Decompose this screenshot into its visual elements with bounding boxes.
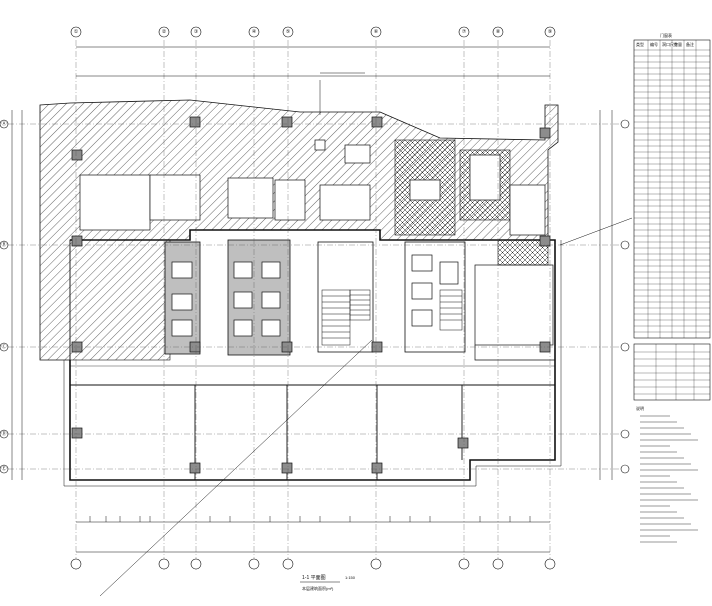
schedule-col-note: 备注 xyxy=(686,41,694,47)
leader-lines xyxy=(99,72,633,597)
axis-label-col-5: ⑤ xyxy=(286,29,291,35)
grid-lines xyxy=(8,40,625,570)
door-window-schedule: 门窗表 类型 编号 洞口尺寸 数量 备注 xyxy=(633,32,711,339)
notes-heading: 说明 xyxy=(636,405,644,411)
scale-text: 1:150 xyxy=(345,575,356,580)
axis-label-col-6: ⑥ xyxy=(374,29,379,35)
column-axis-bubbles xyxy=(0,26,630,570)
dimension-lines xyxy=(11,46,613,553)
title-text: 1-1 平面图 xyxy=(302,575,326,581)
drawing-title: 1-1 平面图 1:150 本层建筑面积(m²) xyxy=(300,575,356,591)
axis-label-row-e: Ⓔ xyxy=(1,465,6,472)
axis-label-row-d: Ⓓ xyxy=(1,430,6,437)
right-lobby xyxy=(474,264,555,361)
elevator-cars xyxy=(171,254,459,337)
axis-label-row-b: Ⓑ xyxy=(1,241,6,248)
axis-label-col-3: ③ xyxy=(194,29,199,35)
schedule-col-size: 洞口尺寸 xyxy=(662,41,678,47)
axis-label-row-c: Ⓒ xyxy=(1,343,6,350)
stairs xyxy=(321,289,463,346)
building-outline xyxy=(63,229,562,487)
axis-label-col-4: ④ xyxy=(252,29,257,35)
axis-label-row-a: Ⓐ xyxy=(1,120,6,127)
office-partitions xyxy=(70,365,555,480)
schedule-col-qty: 数量 xyxy=(674,41,682,47)
axis-label-col-2: ② xyxy=(162,29,167,35)
upper-rooms xyxy=(79,139,546,236)
column-axis-labels: ① ② ③ ④ ⑤ ⑥ ⑦ ⑧ ⑨ Ⓐ Ⓑ Ⓒ Ⓓ Ⓔ xyxy=(1,29,552,472)
axis-label-col-1: ① xyxy=(74,29,79,35)
schedule-col-code: 编号 xyxy=(650,41,658,47)
schedule-col-type: 类型 xyxy=(636,41,644,47)
axis-label-col-7: ⑦ xyxy=(462,29,467,35)
axis-label-col-9: ⑨ xyxy=(548,29,553,35)
subtitle-text: 本层建筑面积(m²) xyxy=(302,585,334,591)
axis-label-col-8: ⑧ xyxy=(496,29,501,35)
notes-block: 说明 xyxy=(636,405,698,543)
room-schedule: 房间表 xyxy=(633,343,711,401)
schedule-heading: 门窗表 xyxy=(660,32,672,38)
